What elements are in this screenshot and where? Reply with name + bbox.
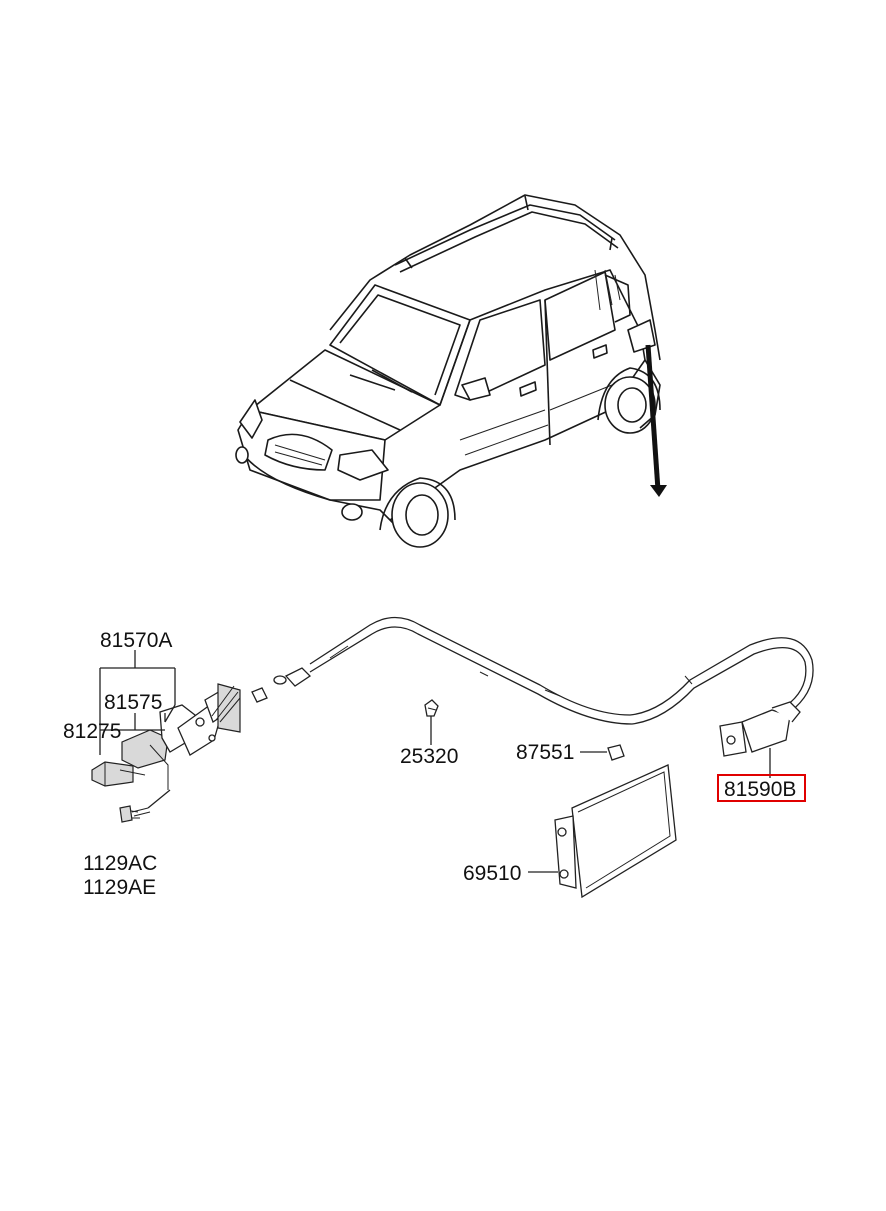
bolt-screw	[119, 805, 151, 823]
clip-25320	[424, 699, 439, 717]
vehicle-illustration	[235, 194, 661, 548]
part-label-81575[interactable]: 81575	[104, 691, 162, 714]
fuel-filler-door	[554, 764, 677, 899]
bumper-87551	[607, 744, 625, 761]
fuel-door-opener-handle	[719, 701, 801, 757]
part-label-81570a[interactable]: 81570A	[100, 629, 172, 652]
leader-bolt	[147, 789, 171, 809]
down-arrow-icon	[645, 344, 667, 497]
cable-end-plug	[251, 675, 287, 703]
leader-bracket-lock	[99, 650, 176, 755]
filler-lock-assembly	[91, 683, 241, 790]
part-label-81590b[interactable]: 81590B	[724, 778, 796, 801]
part-label-1129ac[interactable]: 1129AC	[83, 852, 157, 875]
part-label-1129ae[interactable]: 1129AE	[83, 876, 156, 899]
release-cable	[284, 616, 814, 725]
part-label-25320[interactable]: 25320	[400, 745, 458, 768]
part-label-87551[interactable]: 87551	[516, 741, 574, 764]
part-label-69510[interactable]: 69510	[463, 862, 521, 885]
part-label-81275[interactable]: 81275	[63, 720, 121, 743]
highlight-box-81590b	[717, 774, 806, 802]
